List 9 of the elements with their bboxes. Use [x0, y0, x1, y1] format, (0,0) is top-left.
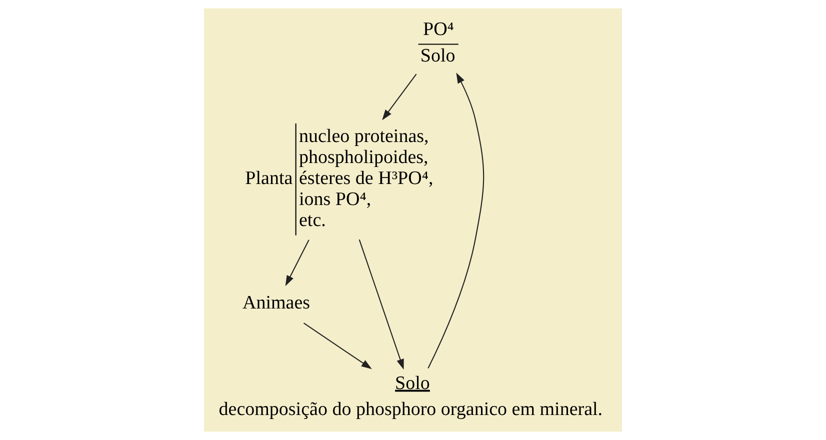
- arrow: [358, 239, 404, 370]
- node-text: Planta nucleo proteinas, phospholipoides, ésteres de H³PO⁴, ions PO⁴, etc.: [245, 126, 434, 232]
- arrow: [303, 322, 372, 370]
- arrow: [285, 240, 310, 286]
- node-text: Animaes: [242, 292, 310, 314]
- node-text: Solo decomposição do phosphoro organico em mineral.: [218, 372, 603, 420]
- node-text: PO⁴ Solo: [420, 19, 456, 67]
- arrow: [382, 74, 417, 120]
- arrow: [428, 72, 484, 368]
